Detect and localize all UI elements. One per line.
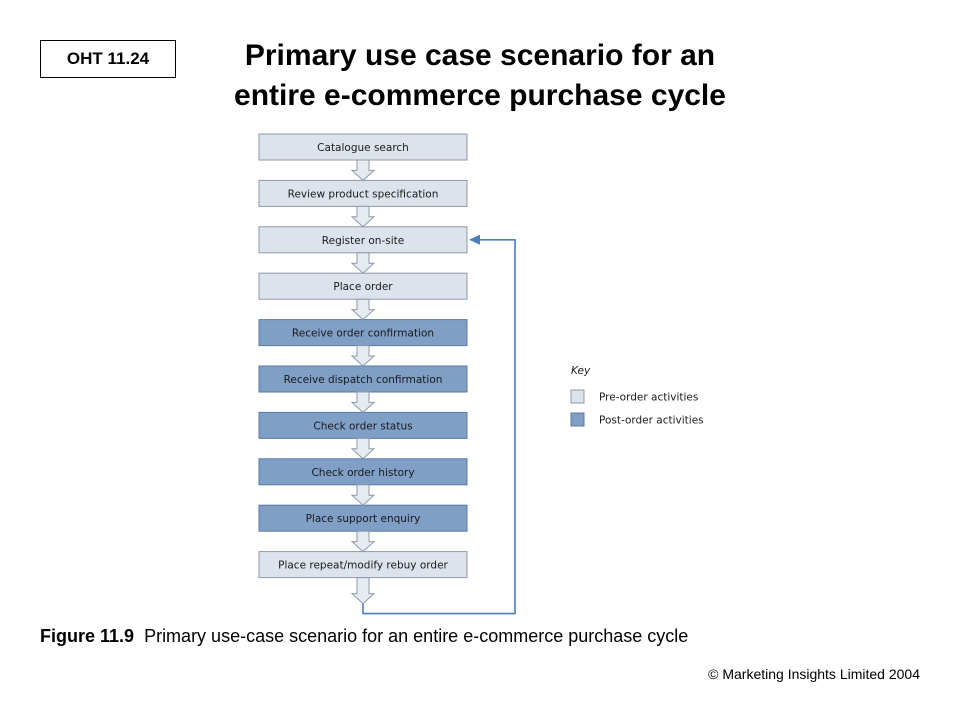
- flow-step-box: [258, 504, 468, 532]
- flow-step: Check order history: [258, 458, 468, 486]
- copyright-notice: © Marketing Insights Limited 2004: [708, 666, 920, 682]
- flow-arrow-6: [350, 437, 376, 460]
- flow-step-label: Review product specification: [288, 188, 439, 200]
- slide-number-badge: OHT 11.24: [40, 40, 176, 78]
- flow-arrow-7: [350, 484, 376, 506]
- flow-arrow-8: [350, 530, 376, 553]
- flow-step-box: [258, 411, 468, 439]
- flow-arrow-5: [350, 391, 376, 414]
- flow-step: Check order status: [258, 411, 468, 439]
- flow-step: Place repeat/modify rebuy order: [258, 551, 468, 579]
- flow-step-label: Register on-site: [322, 235, 404, 247]
- legend-label: Pre-order activities: [599, 392, 698, 404]
- flow-arrow-4: [350, 345, 376, 367]
- flow-arrows: [350, 159, 376, 605]
- flow-step-label: Place support enquiry: [306, 513, 421, 525]
- flow-step: Receive order confirmation: [258, 319, 468, 347]
- legend-swatch: [570, 412, 585, 427]
- flow-step-label: Place order: [333, 281, 393, 293]
- slide-title-line-2: entire e-commerce purchase cycle: [234, 79, 726, 112]
- flow-step: Register on-site: [258, 226, 468, 254]
- flow-step: Receive dispatch confirmation: [258, 365, 468, 393]
- flow-step-box: [258, 365, 468, 393]
- legend-label: Post-order activities: [599, 415, 704, 427]
- legend-swatch: [570, 389, 585, 404]
- flow-step-box: [258, 458, 468, 486]
- flow-step: Place order: [258, 272, 468, 300]
- flow-step-box: [258, 133, 468, 161]
- flow-step-label: Catalogue search: [317, 142, 409, 154]
- flow-step-label: Check order status: [313, 420, 412, 432]
- flow-step-box: [258, 272, 468, 300]
- loop-back: [362, 234, 516, 615]
- figure-caption: Figure 11.9 Primary use-case scenario fo…: [40, 626, 688, 647]
- flow-step: Place support enquiry: [258, 504, 468, 532]
- flow-step-label: Place repeat/modify rebuy order: [278, 560, 448, 572]
- flow-step-label: Check order history: [311, 467, 414, 479]
- legend-item: Pre-order activities: [570, 389, 698, 404]
- legend-item: Post-order activities: [570, 412, 704, 427]
- flow-step: Review product specification: [258, 179, 468, 207]
- flow-arrow-1: [350, 205, 376, 228]
- flow-step-box: [258, 551, 468, 579]
- slide-title: Primary use case scenario for an entire …: [160, 36, 800, 116]
- flow-step-box: [258, 179, 468, 207]
- flow-step-label: Receive order confirmation: [292, 328, 434, 340]
- loop-back-line: [362, 239, 516, 615]
- figure-number: Figure 11.9: [40, 626, 135, 646]
- slide-title-line-1: Primary use case scenario for an: [244, 39, 716, 72]
- flow-arrow-3: [350, 298, 376, 321]
- flow-step-label: Receive dispatch confirmation: [284, 374, 443, 386]
- legend-heading: Key: [571, 365, 591, 377]
- flow-arrow-9: [350, 577, 376, 605]
- flow-step: Catalogue search: [258, 133, 468, 161]
- flow-arrow-0: [350, 159, 376, 182]
- flow-step-box: [258, 319, 468, 347]
- flow-arrow-2: [350, 252, 376, 274]
- figure-caption-text: Primary use-case scenario for an entire …: [144, 626, 689, 646]
- loop-back-arrowhead: [469, 234, 480, 245]
